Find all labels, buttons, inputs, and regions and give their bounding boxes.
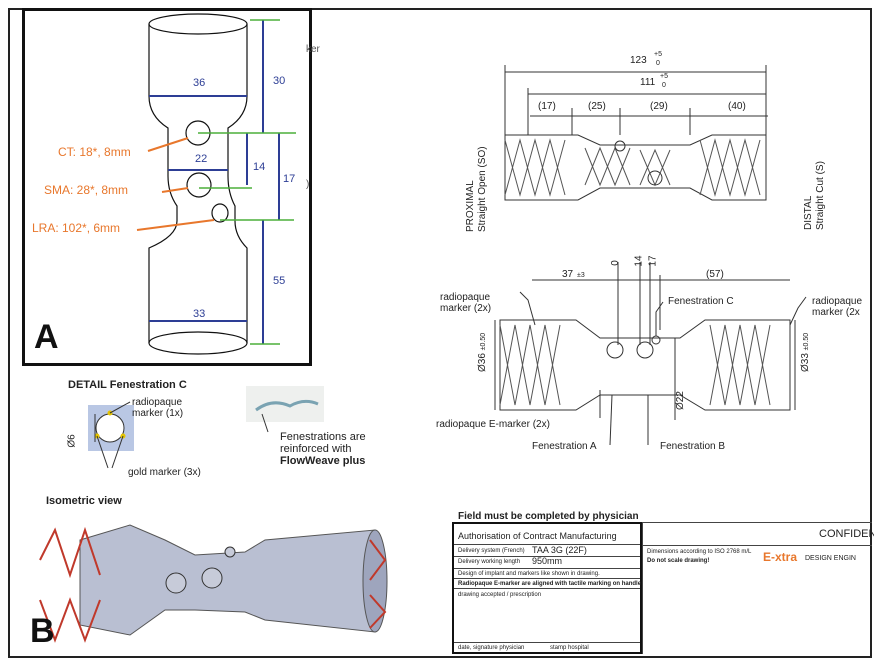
sig-physician: date, signature physician <box>458 645 525 651</box>
brand-logo: E-xtra <box>763 550 798 564</box>
dim-17: 17 <box>647 255 659 267</box>
design-note: Design of implant and markers like shown… <box>458 571 600 577</box>
panel-a-schematic <box>136 13 296 355</box>
label-fen-c: Fenestration C <box>668 296 734 307</box>
confidential: CONFIDEN <box>819 528 874 540</box>
flowweave-photo <box>246 386 324 433</box>
dim-segment-1: (17) <box>538 101 556 112</box>
detail-gold: gold marker (3x) <box>128 467 201 478</box>
hidden-paren-text: ) <box>306 179 310 190</box>
hidden-marker-text: ker <box>306 44 320 55</box>
physician-header: Field must be completed by physician <box>458 511 639 522</box>
dim-segment-3: (29) <box>650 101 668 112</box>
iso-note: Dimensions according to ISO 2768 m/L <box>647 549 752 555</box>
dia-bottom: 33 <box>193 308 206 320</box>
stamp-hospital: stamp hospital <box>550 645 589 651</box>
working-length-label: Delivery working length <box>458 559 521 565</box>
working-length-value: 950mm <box>532 556 563 566</box>
dim-overall: 123 <box>630 55 647 66</box>
iso-title: Isometric view <box>46 495 122 507</box>
accepted-note: drawing accepted / prescription <box>458 592 542 598</box>
fen-label-sma: SMA: 28*, 8mm <box>44 183 129 197</box>
isometric-stent <box>39 524 388 643</box>
detail-dia: Ø6 <box>66 434 78 448</box>
dim-inner: 111 <box>640 77 656 88</box>
dim-segment-4: (40) <box>728 101 746 112</box>
dim-inner-tol-upper: +5 <box>660 73 668 80</box>
len-lower: 55 <box>273 275 286 287</box>
panel-b-letter: B <box>30 612 55 650</box>
label-fen-b: Fenestration B <box>660 441 726 452</box>
distal-label: DISTAL Straight Cut (S) <box>803 161 826 230</box>
dim-inner-tol-lower: 0 <box>662 82 666 89</box>
detail-marker: radiopaque <box>132 397 183 408</box>
dim-overall-tol-lower: 0 <box>656 60 660 67</box>
dim-overall-tol-upper: +5 <box>654 51 662 58</box>
dia-left: Ø36 ±0.50 <box>477 332 488 372</box>
dim-segment-2: (25) <box>588 101 606 112</box>
auth-title: Authorisation of Contract Manufacturing <box>458 531 617 541</box>
fen-label-ct: CT: 18*, 8mm <box>58 145 131 159</box>
front-view-stent <box>494 262 807 446</box>
dim-37: 37 <box>562 269 574 280</box>
proximal-label: PROXIMAL Straight Open (SO) <box>465 146 488 232</box>
panel-a-letter: A <box>34 318 59 356</box>
label-fen-a: Fenestration A <box>532 441 597 452</box>
dim-14: 14 <box>633 255 645 267</box>
fen-label-lra: LRA: 102*, 6mm <box>32 221 121 235</box>
detail-fenestration-c <box>88 401 134 469</box>
scale-note: Do not scale drawing! <box>647 558 710 564</box>
photo-caption-3: FlowWeave plus <box>280 455 366 467</box>
delivery-system-value: TAA 3G (22F) <box>532 545 587 555</box>
drawing-frame <box>8 8 872 658</box>
dim-37-tol: ±3 <box>577 272 585 279</box>
label-marker-left: radiopaque marker (2x) <box>440 292 492 314</box>
dia-top: 36 <box>193 77 206 89</box>
dia-mid: Ø22 <box>675 391 686 410</box>
label-emarker: radiopaque E-marker (2x) <box>436 419 550 430</box>
len-upper: 30 <box>273 75 286 87</box>
photo-caption-2: reinforced with <box>280 443 352 455</box>
detail-title: DETAIL Fenestration C <box>68 379 187 391</box>
delivery-system-label: Delivery system (French) <box>458 548 525 554</box>
authorisation-box: Authorisation of Contract Manufacturing … <box>452 522 642 654</box>
label-marker-right: radiopaque marker (2x <box>812 296 863 318</box>
brand-sub: DESIGN ENGIN <box>805 555 856 562</box>
emarker-note: Radiopaque E-marker are aligned with tac… <box>458 581 642 587</box>
top-view-stent <box>504 65 768 201</box>
dia-middle: 22 <box>195 153 208 165</box>
len-mid: 17 <box>283 173 296 185</box>
detail-marker-count: marker (1x) <box>132 408 184 419</box>
dim-0: 0 <box>609 260 621 266</box>
dim-57: (57) <box>706 269 724 280</box>
photo-caption-1: Fenestrations are <box>280 431 366 443</box>
graft-outline <box>148 13 248 355</box>
dia-right: Ø33 ±0.50 <box>800 332 811 372</box>
title-block-right: CONFIDEN Dimensions according to ISO 276… <box>642 522 874 654</box>
len-fen-gap: 14 <box>253 161 266 173</box>
